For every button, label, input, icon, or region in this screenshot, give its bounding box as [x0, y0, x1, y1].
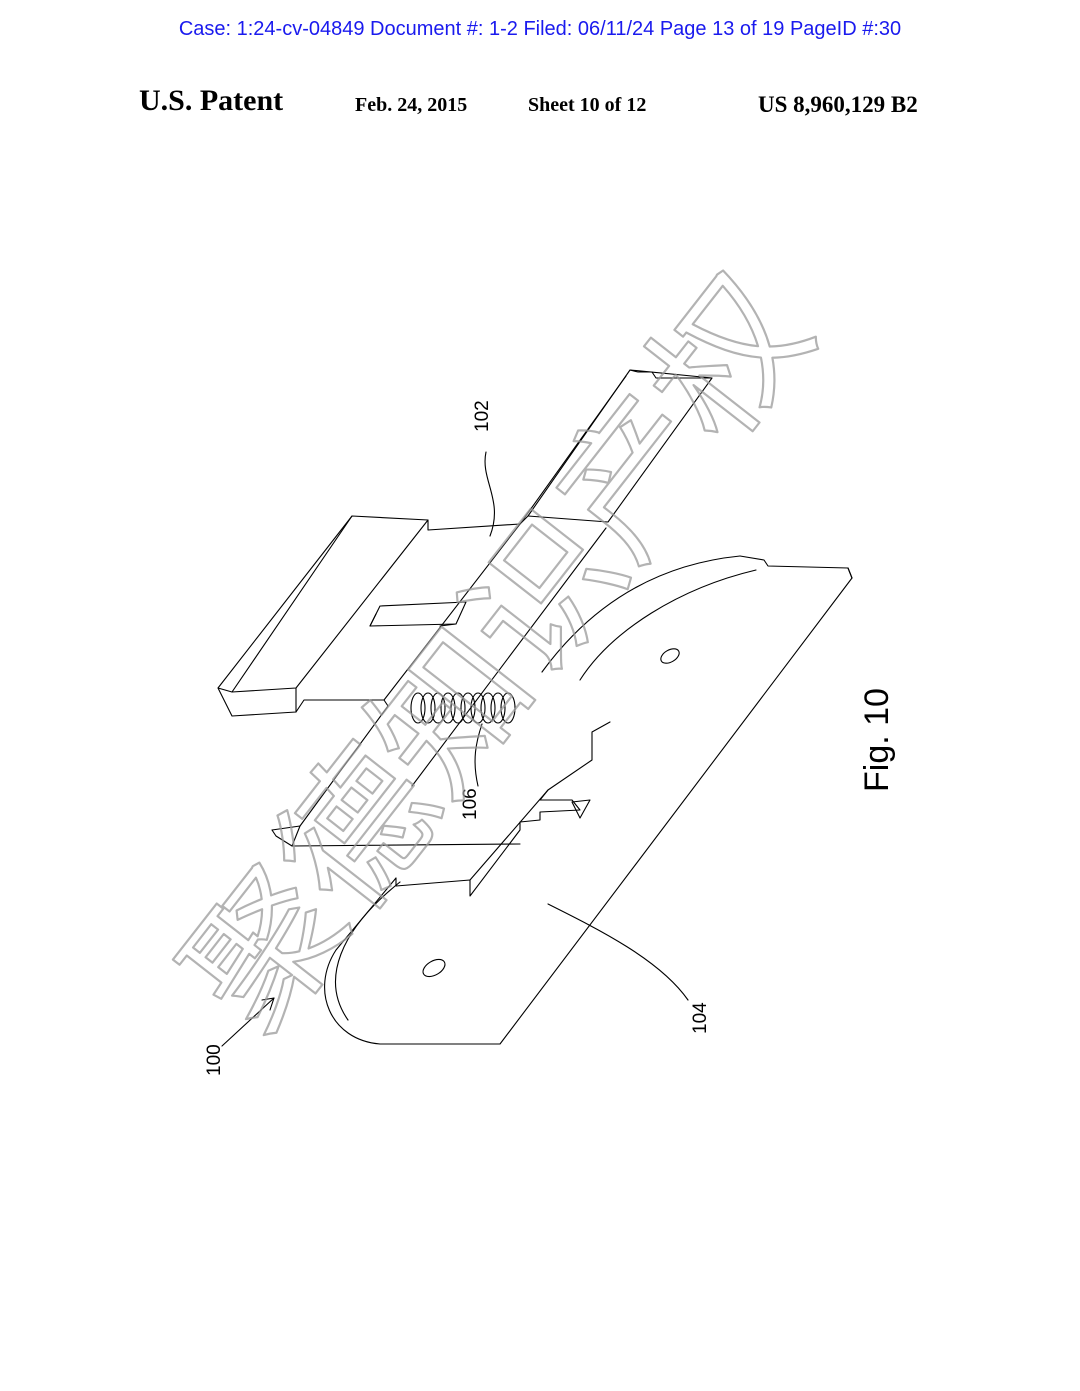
patent-number: US 8,960,129 B2	[758, 92, 918, 117]
slide-member-102	[217, 369, 713, 847]
patent-sheet: Sheet 10 of 12	[528, 94, 647, 116]
case-header: Case: 1:24-cv-04849 Document #: 1-2 File…	[178, 18, 902, 40]
figure-label: Fig. 10	[858, 688, 896, 792]
patent-date: Feb. 24, 2015	[355, 94, 468, 116]
ref-102: 102	[472, 400, 493, 432]
watermark: 聚德知识产权	[153, 246, 844, 1062]
ref-100: 100	[204, 1044, 225, 1076]
patent-header: U.S. Patent Feb. 24, 2015 Sheet 10 of 12…	[0, 84, 1080, 124]
base-plate-104	[324, 555, 853, 1045]
leader-100	[221, 997, 275, 1047]
ref-106: 106	[460, 788, 481, 820]
arrowhead-100	[261, 997, 275, 1011]
spring-106	[410, 692, 516, 724]
leader-102	[484, 451, 495, 537]
ref-104: 104	[690, 1002, 711, 1034]
patent-title: U.S. Patent	[139, 84, 284, 117]
leader-104	[547, 903, 689, 1001]
leader-106	[474, 723, 483, 787]
